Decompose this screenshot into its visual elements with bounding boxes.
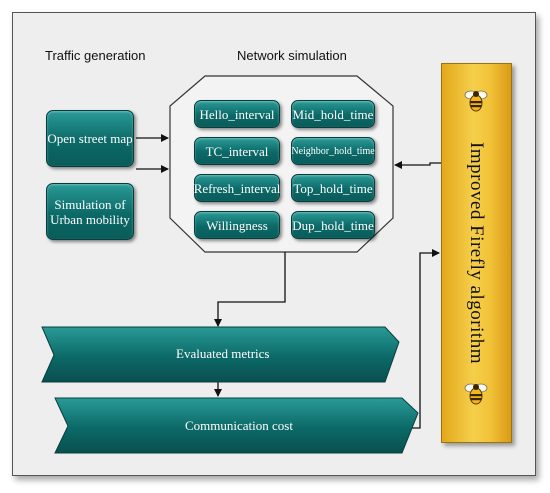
improved-firefly-box bbox=[441, 63, 512, 443]
evaluated-metrics-banner bbox=[41, 326, 400, 383]
param-refresh-interval: Refresh_interval bbox=[194, 174, 280, 202]
param-tc-interval: TC_interval bbox=[194, 137, 280, 165]
network-simulation-title: Network simulation bbox=[237, 48, 347, 63]
communication-cost-banner bbox=[54, 397, 419, 454]
param-label: Mid_hold_time bbox=[292, 106, 374, 122]
open-street-map-block: Open street map bbox=[46, 110, 134, 167]
sumo-label-line1: Simulation of bbox=[54, 196, 126, 212]
param-willingness: Willingness bbox=[194, 211, 280, 239]
param-neighbor-hold-time: Neighbor_hold_time bbox=[291, 137, 375, 165]
param-dup-hold-time: Dup_hold_time bbox=[291, 211, 375, 239]
param-label: Neighbor_hold_time bbox=[291, 145, 375, 157]
bee-icon bbox=[464, 383, 488, 405]
arrow-network-to-metrics bbox=[214, 252, 286, 327]
open-street-map-label: Open street map bbox=[47, 131, 133, 146]
sumo-label-line2: Urban mobility bbox=[50, 211, 130, 227]
arrow-firefly-to-network bbox=[394, 161, 441, 169]
evaluated-metrics-label: Evaluated metrics bbox=[176, 346, 270, 361]
param-hello-interval: Hello_interval bbox=[194, 100, 280, 128]
param-mid-hold-time: Mid_hold_time bbox=[291, 100, 375, 128]
param-label: Hello_interval bbox=[199, 106, 275, 122]
sumo-block: Simulation of Urban mobility bbox=[46, 183, 134, 240]
param-label: Top_hold_time bbox=[293, 180, 373, 196]
bee-icon bbox=[464, 90, 488, 112]
traffic-generation-title: Traffic generation bbox=[45, 48, 146, 63]
communication-cost-label: Communication cost bbox=[185, 418, 293, 433]
param-label: TC_interval bbox=[205, 143, 269, 159]
param-label: Willingness bbox=[206, 217, 268, 233]
param-top-hold-time: Top_hold_time bbox=[291, 174, 375, 202]
param-label: Dup_hold_time bbox=[292, 217, 374, 233]
param-label: Refresh_interval bbox=[193, 180, 281, 196]
